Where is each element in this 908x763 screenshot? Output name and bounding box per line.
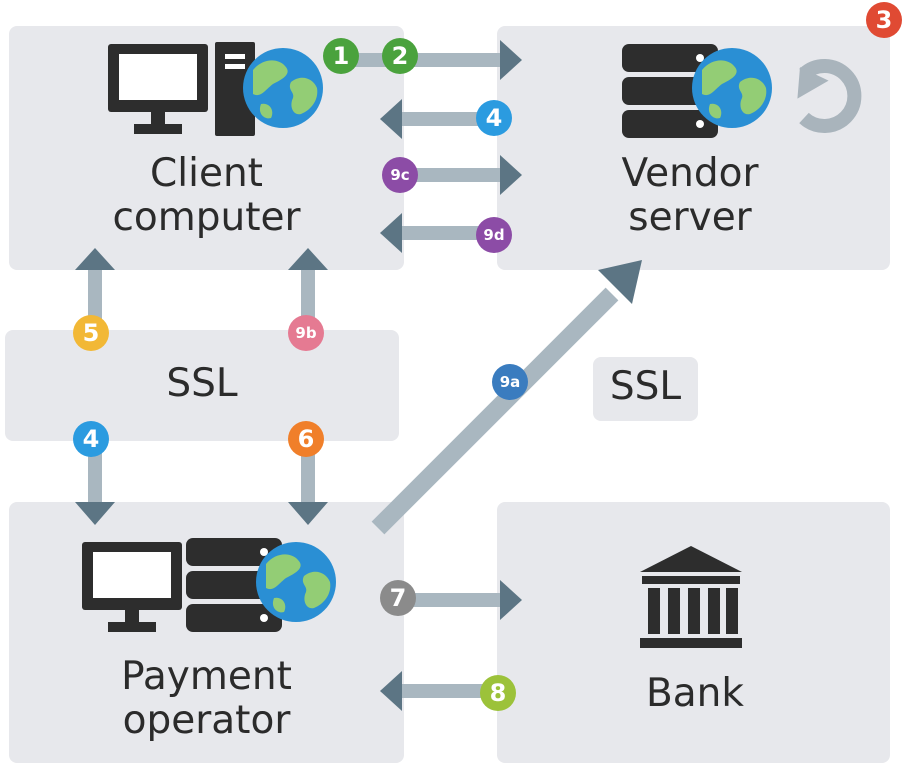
step-badge-7: 7 [380, 580, 416, 616]
arrow-client-to-vendor-9c [410, 155, 522, 195]
step-badge-1: 1 [323, 38, 359, 74]
globe-icon [256, 542, 336, 622]
payment-operator-label: Payment operator [121, 654, 292, 743]
step-badge-9b: 9b [288, 315, 324, 351]
arrow-vendor-to-client-4 [380, 99, 490, 139]
arrow-vendor-to-client-9d [380, 213, 490, 253]
arrow-bank-to-payment-8 [380, 671, 490, 711]
step-badge-4-top: 4 [476, 100, 512, 136]
bank-label: Bank [646, 671, 744, 716]
step-badge-4-bottom: 4 [73, 421, 109, 457]
step-badge-9a: 9a [492, 364, 528, 400]
step-badge-5: 5 [73, 315, 109, 351]
ssl-left-box [5, 330, 399, 441]
globe-icon [692, 48, 772, 128]
globe-icon [243, 48, 323, 128]
refresh-icon [797, 59, 862, 133]
arrow-payment-to-bank-7 [404, 580, 522, 620]
ssl-right-box [593, 357, 698, 421]
ssl-right-label: SSL [609, 364, 682, 409]
monitor-icon [82, 542, 182, 632]
arrow-ssl-to-client-9b [288, 248, 328, 330]
step-badge-9c: 9c [382, 157, 418, 193]
arrow-client-to-vendor-1-2 [330, 40, 522, 80]
ssl-left-label: SSL [166, 361, 238, 406]
step-badge-8: 8 [480, 675, 516, 711]
step-badge-2: 2 [382, 38, 418, 74]
step-badge-3: 3 [866, 2, 902, 38]
bank-icon [640, 546, 742, 648]
arrow-ssl-to-client-5 [75, 248, 115, 330]
client-computer-label: Client computer [112, 151, 301, 240]
step-badge-9d: 9d [476, 217, 512, 253]
step-badge-6: 6 [288, 421, 324, 457]
vendor-server-label: Vendor server [621, 151, 759, 240]
monitor-icon [108, 44, 208, 134]
arrow-payment-to-vendor-9a [371, 260, 642, 535]
